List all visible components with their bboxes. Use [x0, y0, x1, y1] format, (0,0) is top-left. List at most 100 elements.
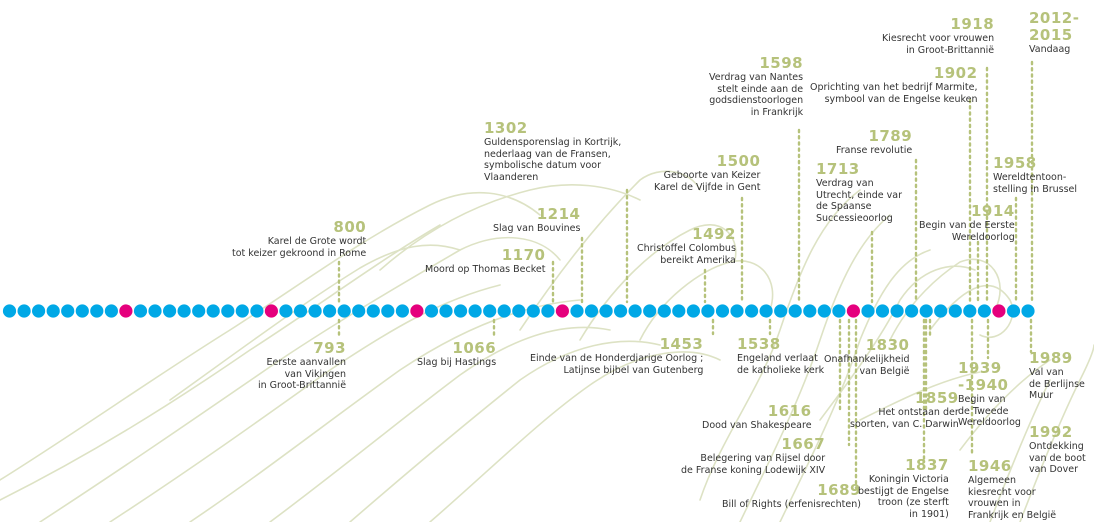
event-description-line: Christoffel Colombus	[637, 243, 736, 254]
event-description-line: Engeland verlaat	[737, 353, 818, 364]
timeline-dot-highlight	[555, 304, 570, 318]
timeline-dot	[439, 304, 453, 318]
timeline-dot	[250, 304, 264, 318]
event-description-line: symbool van de Engelse keuken	[824, 93, 978, 105]
timeline-dot	[323, 304, 337, 318]
event-description-line: Kiesrecht voor vrouwen	[882, 33, 995, 44]
timeline-dot	[817, 304, 831, 318]
timeline-dot	[570, 304, 584, 318]
timeline-dot	[104, 304, 118, 318]
timeline-dot	[774, 304, 788, 318]
event-description-line: Vlaanderen	[484, 171, 539, 183]
event-year: 1689	[817, 481, 861, 499]
timeline-dot	[1006, 304, 1021, 318]
timeline-dot	[61, 304, 75, 318]
timeline-dot	[963, 304, 977, 318]
event-description-line: Val van	[1029, 367, 1064, 378]
event-description-line: Koningin Victoria	[868, 474, 949, 485]
timeline-dot	[715, 304, 730, 318]
event-description-line: kiesrecht voor	[968, 486, 1036, 498]
timeline-dot	[483, 304, 497, 318]
timeline-dot	[599, 304, 613, 318]
event-year: 1939 -1940	[958, 359, 1009, 394]
timeline-dot	[192, 304, 206, 318]
timeline-dot	[468, 304, 482, 318]
event-description-line: nederlaag van de Fransen,	[484, 148, 611, 160]
timeline-dot	[2, 304, 17, 318]
event-description-line: Geboorte van Keizer	[663, 170, 761, 181]
event-description-line: Successieoorlog	[816, 212, 893, 224]
event-description-line: in Groot-Brittannië	[906, 44, 995, 56]
event-description-line: Onafhankelijkheid	[824, 354, 910, 365]
timeline-dot	[875, 304, 890, 318]
timeline-dot	[861, 304, 875, 318]
event-year: 1830	[865, 336, 910, 354]
timeline-dot	[803, 304, 817, 318]
event-description-line: Bill of Rights (erfenisrechten)	[722, 499, 861, 510]
timeline-dot	[366, 304, 380, 318]
event-description-line: de katholieke kerk	[737, 364, 825, 376]
timeline-dot	[206, 304, 220, 318]
event-description-line: Wereldoorlog	[951, 231, 1015, 243]
timeline-dot	[279, 304, 293, 318]
event-year: 1500	[716, 152, 761, 170]
event-description-line: Slag bij Hastings	[417, 357, 497, 368]
event-description-line: symbolische datum voor	[484, 160, 602, 171]
event-description-line: van Dover	[1029, 464, 1078, 475]
event-description-line: Begin van de Eerste	[919, 220, 1015, 231]
timeline-dot	[788, 304, 802, 318]
event-description-line: Karel de Grote wordt	[267, 236, 367, 247]
event-description-line: Wereldoorlog	[958, 417, 1021, 428]
event-year: 1902	[933, 64, 978, 82]
timeline-dot	[177, 304, 191, 318]
timeline-dot	[46, 304, 60, 318]
event-description-line: Einde van de Honderdjarige Oorlog ;	[530, 353, 704, 364]
event-description-line: tot keizer gekroond in Rome	[232, 247, 367, 259]
event-year: 1214	[536, 205, 581, 223]
event-year: 1492	[692, 225, 736, 243]
timeline-dot	[75, 304, 89, 318]
timeline-dot-highlight	[846, 304, 861, 318]
timeline-dot	[381, 304, 395, 318]
event-description-line: Ontdekking	[1029, 441, 1084, 452]
timeline-dot	[235, 304, 249, 318]
timeline-dot	[526, 304, 540, 318]
event-description-line: Verdrag van Nantes	[709, 72, 804, 83]
timeline-dot	[221, 304, 235, 318]
event-description-line: vrouwen in	[968, 498, 1021, 509]
event-description-line: de Franse koning Lodewijk XIV	[681, 464, 826, 476]
timeline-dot	[337, 304, 351, 318]
timeline-dot	[497, 304, 511, 318]
event-description-line: Begin van	[958, 394, 1006, 405]
event-year: 1859	[915, 389, 959, 407]
event-year: 1958	[993, 154, 1037, 172]
event-year: 1302	[484, 119, 528, 137]
timeline-dot	[934, 304, 948, 318]
event-description-line: van Vikingen	[284, 368, 347, 380]
timeline-dot	[395, 304, 409, 318]
timeline-dot	[31, 304, 46, 318]
event-year: 800	[333, 218, 367, 236]
event-description-line: Utrecht, einde var	[816, 189, 902, 201]
timeline-dot	[672, 304, 686, 318]
event-description-line: Algemeen	[968, 475, 1016, 486]
timeline-dot	[701, 304, 715, 318]
event-description-line: Moord op Thomas Becket	[425, 264, 546, 275]
timeline-dot	[308, 304, 322, 318]
event-description-line: de Spaanse	[816, 201, 872, 212]
